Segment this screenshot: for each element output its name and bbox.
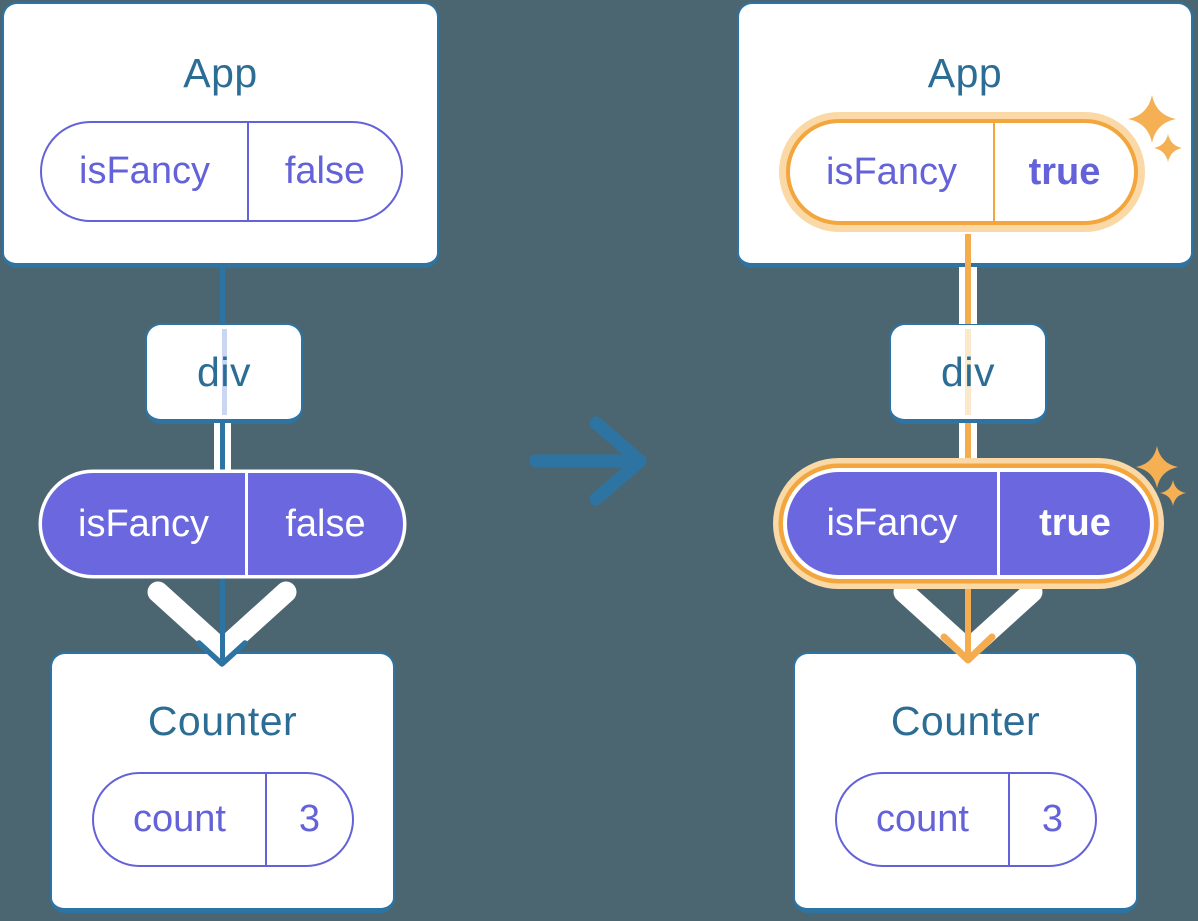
orange-flow-line <box>965 234 971 268</box>
sparkle-icon <box>1128 95 1182 162</box>
prop-pill-value: false <box>285 502 366 545</box>
state-pill-value: false <box>284 150 366 192</box>
count-pill-value: 3 <box>298 798 321 840</box>
div-label: div <box>941 349 995 395</box>
transition-arrow-icon <box>529 416 647 506</box>
app-card: App isFancy true <box>737 2 1193 268</box>
div-label: div <box>197 349 251 395</box>
app-title: App <box>183 50 258 96</box>
connector-line-app-div <box>219 266 225 324</box>
white-flow-line <box>213 423 220 475</box>
count-pill-value: 3 <box>1041 798 1064 840</box>
state-pill-name: isFancy <box>42 123 249 220</box>
white-flow-line <box>959 267 965 324</box>
white-flow-line <box>224 423 231 475</box>
faded-connector-through-div <box>965 329 971 415</box>
app-state-pill-highlighted: isFancy true <box>786 119 1138 225</box>
prop-pill-highlighted: isFancy true <box>787 472 1150 575</box>
count-pill: count 3 <box>835 772 1097 867</box>
white-flow-line <box>971 267 977 324</box>
div-card: div <box>145 323 303 424</box>
faded-connector-through-div <box>221 329 227 415</box>
connector-line-pill-counter <box>965 572 971 658</box>
app-card: App isFancy false <box>2 2 439 268</box>
app-title: App <box>927 50 1003 96</box>
down-arrowhead-icon <box>940 633 996 664</box>
state-pill-name: isFancy <box>790 123 995 221</box>
counter-title: Counter <box>147 698 298 744</box>
connector-line-app-div <box>965 267 971 324</box>
white-flow-line <box>959 423 965 475</box>
prop-pill: isFancy false <box>42 473 403 575</box>
prop-pill-name: isFancy <box>787 472 1000 575</box>
count-pill-name: count <box>837 774 1010 865</box>
state-pill-value: true <box>1028 150 1101 193</box>
count-pill: count 3 <box>92 772 354 867</box>
sparkle-icon <box>1136 446 1186 506</box>
counter-title: Counter <box>890 698 1041 744</box>
connector-line-div-pill <box>965 423 971 475</box>
connector-line-div-pill <box>219 423 225 475</box>
prop-pill-value: true <box>1039 502 1111 544</box>
app-state-pill: isFancy false <box>40 121 403 222</box>
connector-line-pill-counter <box>219 574 225 660</box>
count-pill-name: count <box>94 774 267 865</box>
prop-pill-name: isFancy <box>42 473 248 575</box>
down-arrowhead-icon <box>196 640 248 667</box>
counter-card: Counter count 3 <box>793 652 1138 913</box>
div-card: div <box>889 323 1047 424</box>
counter-card: Counter count 3 <box>50 652 395 913</box>
white-flow-line <box>971 423 977 475</box>
